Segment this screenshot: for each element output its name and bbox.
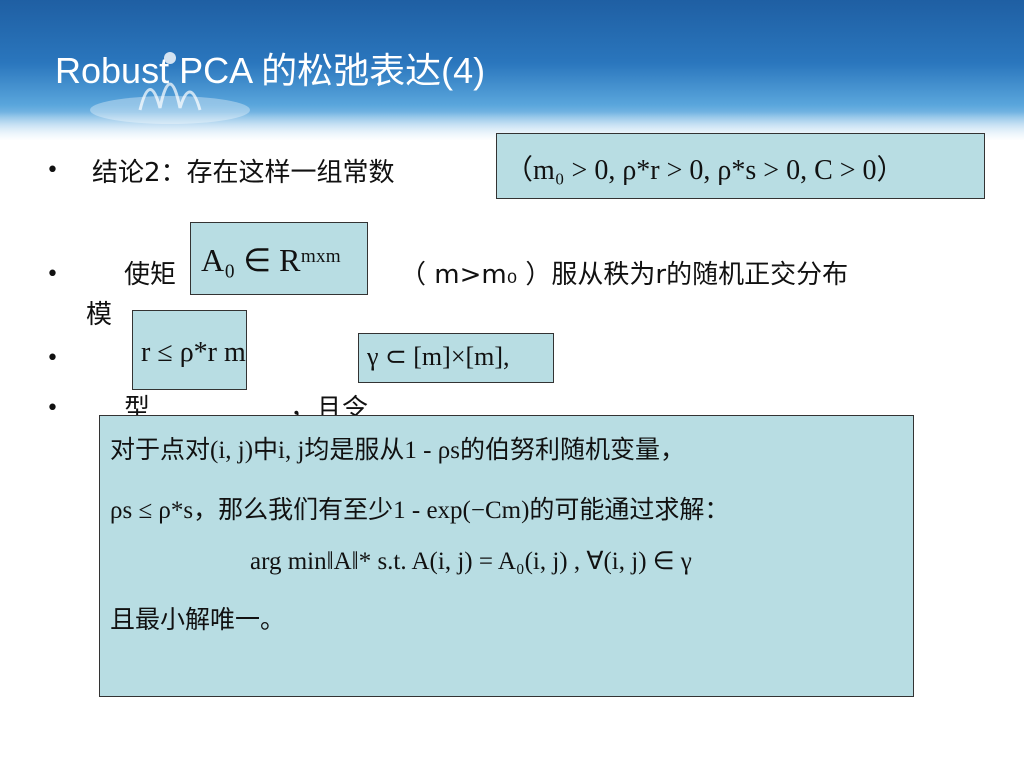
formula-constants: （m₀ > 0, ρ*r > 0, ρ*s > 0, C > 0） — [505, 155, 905, 186]
bullet-marker: • — [46, 346, 59, 371]
bullet-text-distribution: （ m>m₀ ）服从秩为r的随机正交分布 — [400, 260, 849, 290]
theorem-line-1: 对于点对(i, j)中i, j均是服从1 - ρs的伯努利随机变量， — [110, 437, 685, 464]
formula-matrix-box: A₀ ∈ Rᵐˣᵐ — [190, 222, 368, 295]
formula-support: γ ⊂ [m]×[m], — [367, 342, 510, 371]
bullet-text-conclusion: 结论2：存在这样一组常数 — [92, 158, 395, 188]
bullet-marker: • — [46, 158, 59, 183]
bullet-marker: • — [46, 262, 59, 287]
theorem-box: 对于点对(i, j)中i, j均是服从1 - ρs的伯努利随机变量， ρs ≤ … — [99, 415, 914, 697]
slide-header: Robust PCA 的松弛表达(4) — [0, 0, 1024, 140]
formula-rank: r ≤ ρ*r m — [141, 337, 246, 368]
formula-rank-box: r ≤ ρ*r m — [132, 310, 247, 390]
bullet-marker: • — [46, 396, 59, 421]
formula-constants-box: （m₀ > 0, ρ*r > 0, ρ*s > 0, C > 0） — [496, 133, 985, 199]
theorem-line-2: ρs ≤ ρ*s，那么我们有至少1 - exp(−Cm)的可能通过求解： — [110, 497, 730, 524]
formula-support-box: γ ⊂ [m]×[m], — [358, 333, 554, 383]
bullet-text-matrix: 使矩 — [124, 260, 177, 290]
theorem-line-4: 且最小解唯一。 — [110, 607, 286, 634]
theorem-line-3: arg min‖A‖* s.t. A(i, j) = A₀(i, j) , ∀(… — [250, 548, 692, 575]
formula-matrix: A₀ ∈ Rᵐˣᵐ — [201, 242, 342, 278]
slide-title: Robust PCA 的松弛表达(4) — [55, 50, 486, 91]
bullet-text-wrap: 模 — [86, 300, 113, 330]
